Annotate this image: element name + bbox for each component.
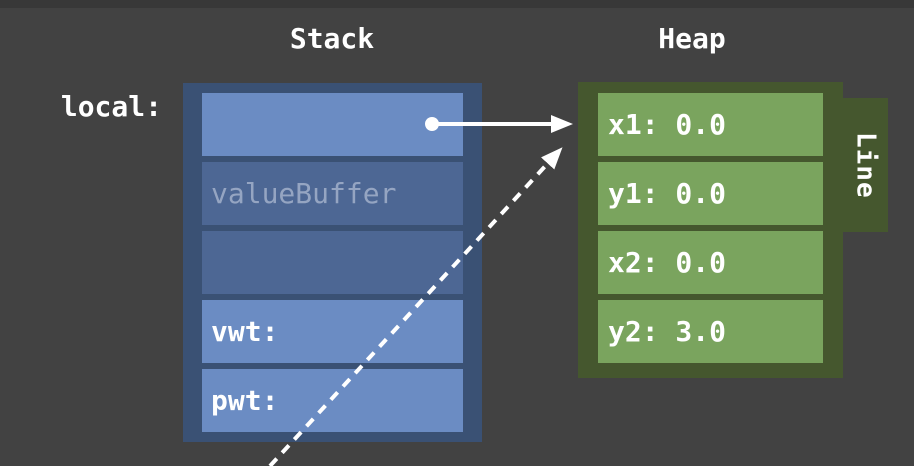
stack-slot-pwt: pwt: (202, 369, 463, 432)
heap-object: x1: 0.0 y1: 0.0 x2: 0.0 y2: 3.0 (578, 82, 843, 378)
heap-field-y2: y2: 3.0 (598, 300, 823, 363)
stack-slot-vwt: vwt: (202, 300, 463, 363)
stack-frame: valueBuffer vwt: pwt: (183, 83, 482, 442)
top-edge-strip (0, 0, 914, 8)
heap-field-x2: x2: 0.0 (598, 231, 823, 294)
heap-title: Heap (658, 22, 726, 55)
stack-slot-valuebuffer: valueBuffer (202, 162, 463, 225)
local-variable-label: local: (60, 90, 162, 123)
heap-field-y1: y1: 0.0 (598, 162, 823, 225)
stack-slot-empty (202, 231, 463, 294)
heap-type-tab-label: Line (850, 131, 881, 199)
stack-slot-pointer (202, 93, 463, 156)
heap-field-x1: x1: 0.0 (598, 93, 823, 156)
heap-type-tab: Line (843, 98, 888, 232)
stack-title: Stack (289, 22, 375, 55)
